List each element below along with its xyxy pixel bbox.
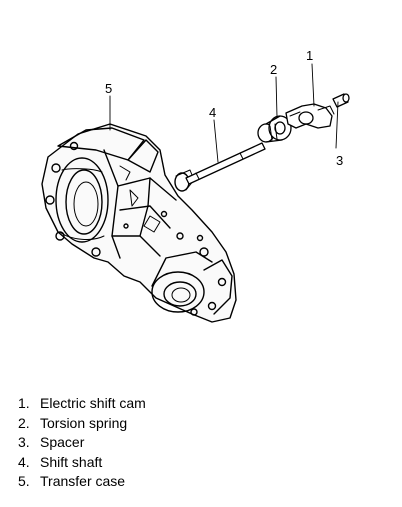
legend-label: Spacer xyxy=(40,434,85,450)
legend-number: 2. xyxy=(18,414,30,431)
torsion-spring xyxy=(257,115,292,143)
legend-item: 2. Torsion spring xyxy=(18,414,146,434)
callout-3: 3 xyxy=(336,153,343,168)
leader-lines xyxy=(109,63,339,163)
legend-label: Electric shift cam xyxy=(40,395,146,411)
callout-2: 2 xyxy=(270,62,277,77)
legend-number: 1. xyxy=(18,395,30,411)
legend-item: 4. Shift shaft xyxy=(18,453,146,473)
legend-item: 3. Spacer xyxy=(18,433,146,453)
legend-number: 3. xyxy=(18,434,30,450)
legend-label: Shift shaft xyxy=(40,453,103,470)
shift-shaft xyxy=(185,142,266,185)
transfer-case xyxy=(41,123,237,323)
legend-item: 1. Electric shift cam xyxy=(18,394,146,414)
callout-5: 5 xyxy=(105,81,112,96)
legend-number: 4. xyxy=(18,453,30,470)
legend-number: 5. xyxy=(18,473,30,489)
callout-1: 1 xyxy=(306,48,313,63)
legend-label: Transfer case xyxy=(40,473,126,489)
legend-item: 5. Transfer case xyxy=(18,472,146,492)
legend-label: Torsion spring xyxy=(40,414,128,431)
parts-legend: 1. Electric shift cam 2. Torsion spring 3.… xyxy=(18,394,146,492)
spacer xyxy=(332,93,350,108)
exploded-parts-diagram: 1 2 3 4 5 xyxy=(41,48,350,323)
callout-4: 4 xyxy=(209,105,216,120)
electric-shift-cam xyxy=(285,103,335,129)
